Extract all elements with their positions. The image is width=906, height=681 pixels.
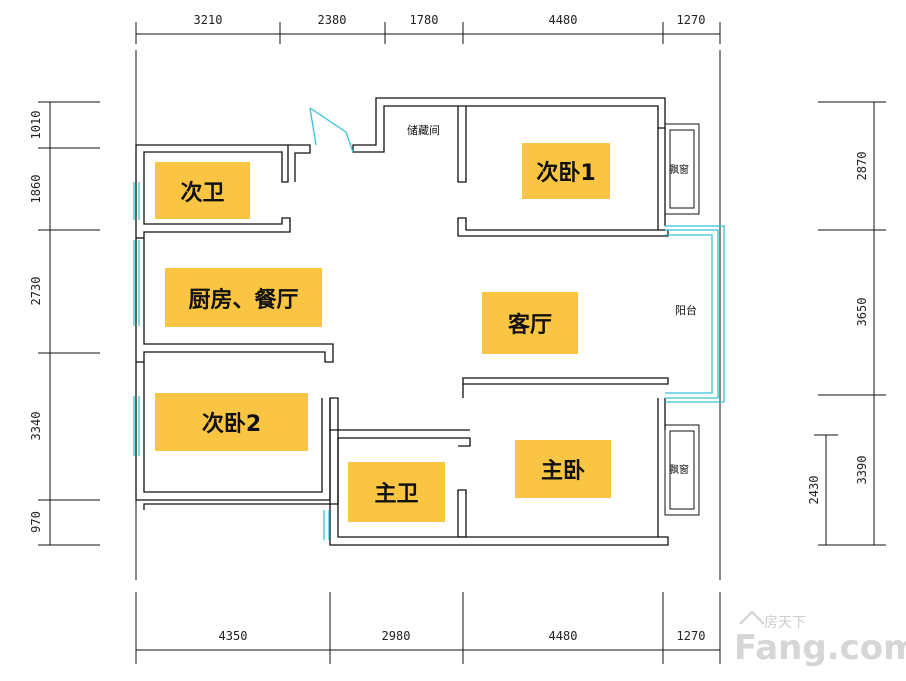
room-label-kitchen-dining: 厨房、餐厅 [165,268,322,327]
bottom-dim-1: 4350 [219,629,248,643]
right-dim-2: 3650 [855,298,869,327]
windows [133,107,725,540]
storage-label: 储藏间 [407,124,440,137]
bottom-dim-4: 1270 [677,629,706,643]
right-dim-4: 2430 [807,476,821,505]
bay-windows [664,123,700,516]
watermark-brand-cn: 房天下 [764,615,806,631]
left-dim-2: 1860 [29,175,43,204]
left-dim-1: 1010 [29,111,43,140]
dimension-lines [38,22,886,664]
watermark-logo [739,610,765,625]
room-label-second-bedroom-2: 次卧2 [155,393,308,451]
bay-window-label-bottom: 飘窗 [669,465,689,476]
bottom-dim-3: 4480 [549,629,578,643]
top-dim-2: 2380 [318,13,347,27]
balcony-label: 阳台 [675,304,697,317]
right-dim-1: 2870 [855,152,869,181]
top-dim-1: 3210 [194,13,223,27]
room-label-living-room: 客厅 [482,292,578,354]
room-label-second-bedroom-1: 次卧1 [522,143,610,199]
room-label-second-bath: 次卫 [155,162,250,219]
room-label-master-bedroom: 主卧 [515,440,611,498]
bay-window-label-top: 飘窗 [669,165,689,176]
top-dim-5: 1270 [677,13,706,27]
right-dim-3: 3390 [855,456,869,485]
left-dim-4: 3340 [29,412,43,441]
left-dim-3: 2730 [29,277,43,306]
room-label-master-bath: 主卫 [348,462,445,522]
top-dim-3: 1780 [410,13,439,27]
top-dim-4: 4480 [549,13,578,27]
watermark-brand-en: Fang.com [734,628,906,668]
left-dim-5: 970 [29,511,43,533]
bottom-dim-2: 2980 [382,629,411,643]
